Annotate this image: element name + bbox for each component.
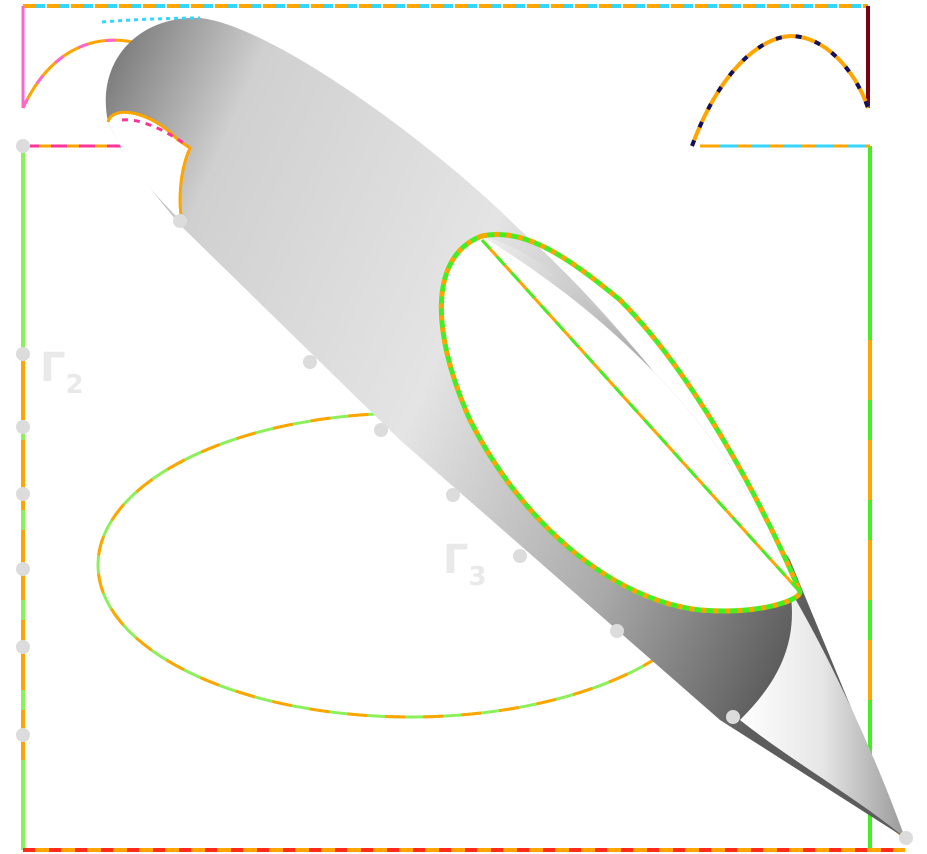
cylinder-tip bbox=[740, 590, 905, 838]
node bbox=[16, 420, 30, 434]
node bbox=[16, 728, 30, 742]
node bbox=[899, 831, 913, 845]
cutout-opening bbox=[438, 231, 803, 614]
gamma3-label: Γ3 bbox=[443, 540, 487, 590]
node bbox=[16, 487, 30, 501]
node bbox=[16, 640, 30, 654]
upper-left-arc bbox=[21, 38, 146, 109]
node bbox=[610, 624, 624, 638]
boundary-nodes bbox=[16, 139, 913, 845]
opening-hole bbox=[441, 236, 800, 611]
upper-right-arc bbox=[690, 33, 870, 147]
gamma2-symbol: Γ bbox=[40, 345, 66, 391]
node bbox=[374, 423, 388, 437]
node bbox=[16, 347, 30, 361]
node bbox=[726, 710, 740, 724]
node bbox=[16, 562, 30, 576]
gamma3-subscript: 3 bbox=[468, 562, 487, 592]
gamma2-subscript: 2 bbox=[65, 370, 84, 400]
cylinder-front-opening bbox=[108, 112, 190, 222]
node bbox=[446, 488, 460, 502]
gamma3-symbol: Γ bbox=[443, 537, 469, 583]
node bbox=[173, 214, 187, 228]
gamma2-label: Γ2 bbox=[40, 348, 84, 398]
node bbox=[16, 139, 30, 153]
node bbox=[303, 355, 317, 369]
node bbox=[513, 549, 527, 563]
